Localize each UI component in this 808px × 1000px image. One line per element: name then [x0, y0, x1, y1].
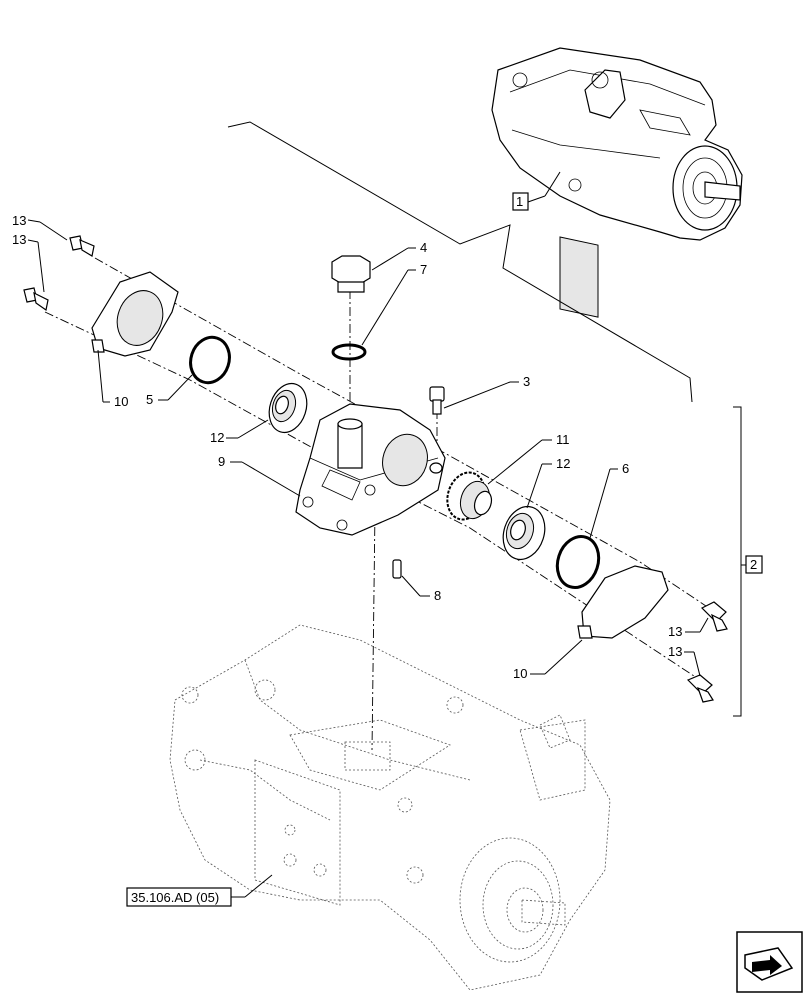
- o-ring-5: [189, 335, 231, 385]
- callout-13-c: 13: [668, 624, 682, 639]
- callout-6: 6: [622, 461, 629, 476]
- callout-10-b: 10: [513, 666, 527, 681]
- bearing-12-right: [502, 505, 546, 561]
- callout-7: 7: [420, 262, 427, 277]
- bolt-13-lower-right: [686, 674, 714, 703]
- callout-10-a: 10: [114, 394, 128, 409]
- callout-12-b: 12: [556, 456, 570, 471]
- main-pump: [169, 624, 611, 991]
- bracket-2: 2: [733, 406, 763, 717]
- next-arrow-icon[interactable]: [736, 931, 803, 993]
- bolt-13-upper-left: [69, 235, 95, 257]
- callout-9: 9: [218, 454, 225, 469]
- reference-link[interactable]: 35.106.AD (05): [126, 887, 232, 907]
- cover-10-left: [91, 271, 179, 357]
- callout-12-a: 12: [210, 430, 224, 445]
- callout-11: 11: [556, 432, 570, 447]
- callout-1: 1: [516, 194, 523, 209]
- callout-4: 4: [420, 240, 427, 255]
- housing-9: [295, 403, 446, 536]
- callout-13-a: 13: [12, 213, 26, 228]
- gear-11: [446, 471, 493, 521]
- bolt-13-lower-left: [23, 287, 49, 312]
- axis-down: [371, 509, 376, 751]
- callout-2: 2: [750, 557, 757, 572]
- bearing-12-left: [268, 382, 308, 434]
- callout-3: 3: [523, 374, 530, 389]
- plug-4: [331, 255, 371, 293]
- cover-10-right: [577, 565, 669, 639]
- o-ring-7: [331, 343, 367, 361]
- overview-pump: 1: [491, 47, 743, 318]
- reference-label[interactable]: 35.106.AD (05): [131, 890, 219, 905]
- pin-8: [392, 559, 402, 579]
- o-ring-6: [555, 535, 601, 589]
- screw-3: [429, 386, 445, 415]
- callout-13-d: 13: [668, 644, 682, 659]
- axis-main: [94, 257, 716, 613]
- callout-8: 8: [434, 588, 441, 603]
- bolt-13-upper-right: [700, 601, 728, 632]
- group-outline: [227, 121, 693, 403]
- callout-5: 5: [146, 392, 153, 407]
- callout-13-b: 13: [12, 232, 26, 247]
